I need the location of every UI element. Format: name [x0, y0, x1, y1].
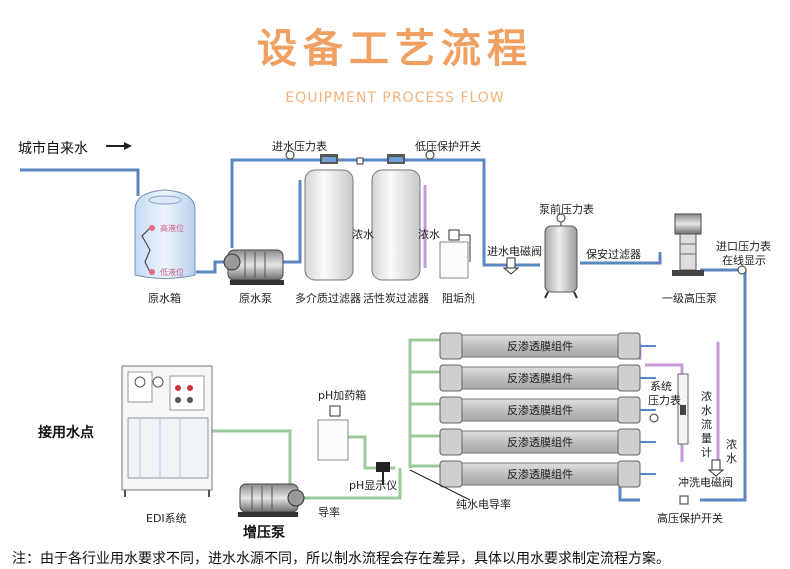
pre-pump-gauge-label: 泵前压力表	[539, 203, 594, 216]
ro-module-label: 反渗透膜组件	[507, 339, 573, 353]
booster-pump	[238, 483, 305, 517]
edi-system-cabinet	[121, 365, 213, 497]
inlet-pressure-online-label: 进口压力表	[716, 240, 771, 253]
inlet-arrow-icon	[106, 142, 132, 150]
flush-solenoid-label: 冲洗电磁阀	[678, 476, 733, 489]
raw-water-tank: 高液位 低液位	[134, 189, 196, 279]
pure-conductivity-label: 纯水电导率	[456, 498, 511, 511]
online-gauge-icon	[737, 265, 747, 275]
hp-pump-label: 一级高压泵	[662, 292, 717, 305]
ro-membrane-module: 反渗透膜组件	[439, 332, 656, 360]
hp-protection-switch-label: 高压保护开关	[657, 512, 723, 525]
inlet-pressure-gauge-icon	[285, 150, 295, 160]
concentrate-flowmeter-label: 浓水流量计	[701, 390, 712, 459]
raw-tank-label: 原水箱	[148, 292, 181, 305]
inlet-solenoid-label: 进水电磁阀	[487, 245, 542, 258]
high-pressure-pump	[672, 213, 747, 276]
ro-module-label: 反渗透膜组件	[507, 435, 573, 449]
online-display-label: 在线显示	[722, 254, 766, 267]
scale-inhibitor-tank	[439, 229, 471, 279]
ro-membrane-module: 反渗透膜组件	[439, 428, 656, 456]
concentrate-flowmeter-icon	[677, 373, 689, 445]
security-filter-vessel	[544, 213, 578, 299]
raw-water-pump	[223, 249, 284, 285]
ro-membrane-module: 反渗透膜组件	[439, 460, 656, 488]
raw-pump-label: 原水泵	[239, 292, 272, 305]
ro-membrane-module: 反渗透膜组件	[439, 364, 656, 392]
booster-pump-label: 增压泵	[243, 525, 285, 541]
carbon-filter-vessel	[371, 154, 421, 281]
level-low-badge: 低液位	[160, 267, 184, 277]
edi-label: EDI系统	[146, 512, 187, 525]
ph-display-label: pH显示仪	[349, 479, 398, 492]
inlet-solenoid-valve-icon	[502, 257, 520, 275]
ro-membrane-module: 反渗透膜组件	[439, 396, 656, 424]
system-gauge-label-a: 系统	[650, 380, 672, 393]
concentrate-label-c: 浓水	[726, 438, 737, 465]
footer-note: 注：由于各行业用水要求不同，进水水源不同，所以制水流程会存在差异，具体以用水要求…	[12, 551, 670, 567]
outlet-point-label: 接用水点	[38, 425, 94, 441]
ph-meter-icon	[376, 462, 390, 485]
multimedia-filter-label: 多介质过滤器	[295, 292, 361, 305]
conductivity-pointer	[409, 469, 471, 501]
level-high-badge: 高液位	[160, 223, 184, 233]
ro-module-label: 反渗透膜组件	[507, 467, 573, 481]
carbon-filter-label: 活性炭过滤器	[363, 292, 429, 305]
security-filter-label: 保安过滤器	[586, 248, 641, 261]
concentrate-label-b: 浓水	[418, 228, 440, 241]
page-title: 设备工艺流程	[257, 26, 533, 72]
multimedia-filter-vessel	[304, 154, 354, 281]
hp-protection-switch-icon	[679, 495, 689, 505]
ph-dosing-tank	[317, 405, 349, 461]
scale-inhibitor-label: 阻垢剂	[442, 292, 475, 305]
low-pressure-switch-label: 低压保护开关	[415, 140, 481, 153]
page-subtitle: EQUIPMENT PROCESS FLOW	[285, 90, 505, 106]
flush-solenoid-valve-icon	[707, 459, 725, 477]
inlet-gauge-label: 进水压力表	[272, 140, 327, 153]
ro-module-label: 反渗透膜组件	[507, 403, 573, 417]
ro-module-label: 反渗透膜组件	[507, 371, 573, 385]
conductivity-partial-label: 导率	[318, 506, 340, 519]
low-pressure-switch-icon	[425, 150, 435, 160]
concentrate-label-a: 浓水	[352, 228, 374, 241]
pipe-network-green	[210, 338, 440, 500]
inlet-city-water-label: 城市自来水	[18, 141, 88, 157]
valve-icon	[356, 157, 364, 165]
ph-tank-label: pH加药箱	[318, 389, 367, 402]
system-gauge-label-b: 压力表	[648, 394, 681, 407]
system-gauge-icon	[649, 413, 659, 423]
